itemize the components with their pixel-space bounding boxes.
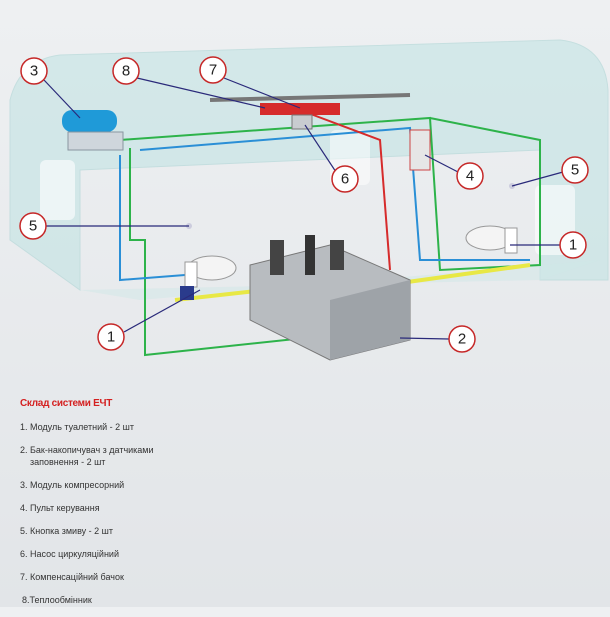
legend-item-line: заповнення - 2 шт	[30, 457, 106, 467]
compressor-module	[62, 110, 124, 151]
leader-lines	[43, 77, 564, 340]
callout-2: 2	[448, 325, 476, 353]
toilet-module-right	[465, 225, 518, 254]
callout-4: 4	[456, 162, 484, 190]
svg-text:8: 8	[122, 63, 130, 80]
legend-item: 7. Компенсаційний бачок	[20, 572, 124, 582]
window	[40, 160, 75, 220]
svg-text:2: 2	[458, 331, 466, 348]
svg-text:3: 3	[30, 63, 38, 80]
svg-text:5: 5	[571, 162, 579, 179]
callout-1-right: 1	[559, 231, 587, 259]
legend: Склад системи ЕЧТ 1. Модуль туалетний - …	[20, 398, 154, 617]
legend-title: Склад системи ЕЧТ	[20, 398, 113, 409]
legend-item-line: 2. Бак-накопичувач з датчиками	[20, 445, 154, 455]
heat-exchanger	[260, 103, 340, 115]
legend-item: 2. Бак-накопичувач з датчиками заповнення…	[20, 444, 154, 468]
legend-item: 4. Пульт керування	[20, 503, 100, 513]
callout-6: 6	[331, 165, 359, 193]
toilet-module-left	[180, 255, 237, 300]
callout-3: 3	[20, 57, 48, 85]
callout-7: 7	[199, 56, 227, 84]
holding-tank	[249, 235, 411, 361]
callout-5-right: 5	[561, 156, 589, 184]
legend-item: 6. Насос циркуляційний	[20, 549, 119, 559]
svg-text:6: 6	[341, 171, 349, 188]
svg-text:7: 7	[209, 62, 217, 79]
carriage-floor	[80, 260, 600, 300]
legend-item: 5. Кнопка змиву - 2 шт	[20, 526, 114, 536]
legend-item: 8.Теплообмінник	[22, 595, 92, 605]
legend-item: 1. Модуль туалетний - 2 шт	[20, 422, 134, 432]
legend-item: 3. Модуль компресорний	[20, 480, 125, 490]
callout-1-left: 1	[97, 323, 125, 351]
callout-5-left: 5	[19, 212, 47, 240]
svg-text:1: 1	[569, 237, 577, 254]
svg-text:1: 1	[107, 329, 115, 346]
svg-text:4: 4	[466, 168, 474, 185]
callout-8: 8	[112, 57, 140, 85]
control-panel	[409, 129, 431, 171]
circulation-pump	[291, 114, 313, 130]
svg-text:5: 5	[29, 218, 37, 235]
